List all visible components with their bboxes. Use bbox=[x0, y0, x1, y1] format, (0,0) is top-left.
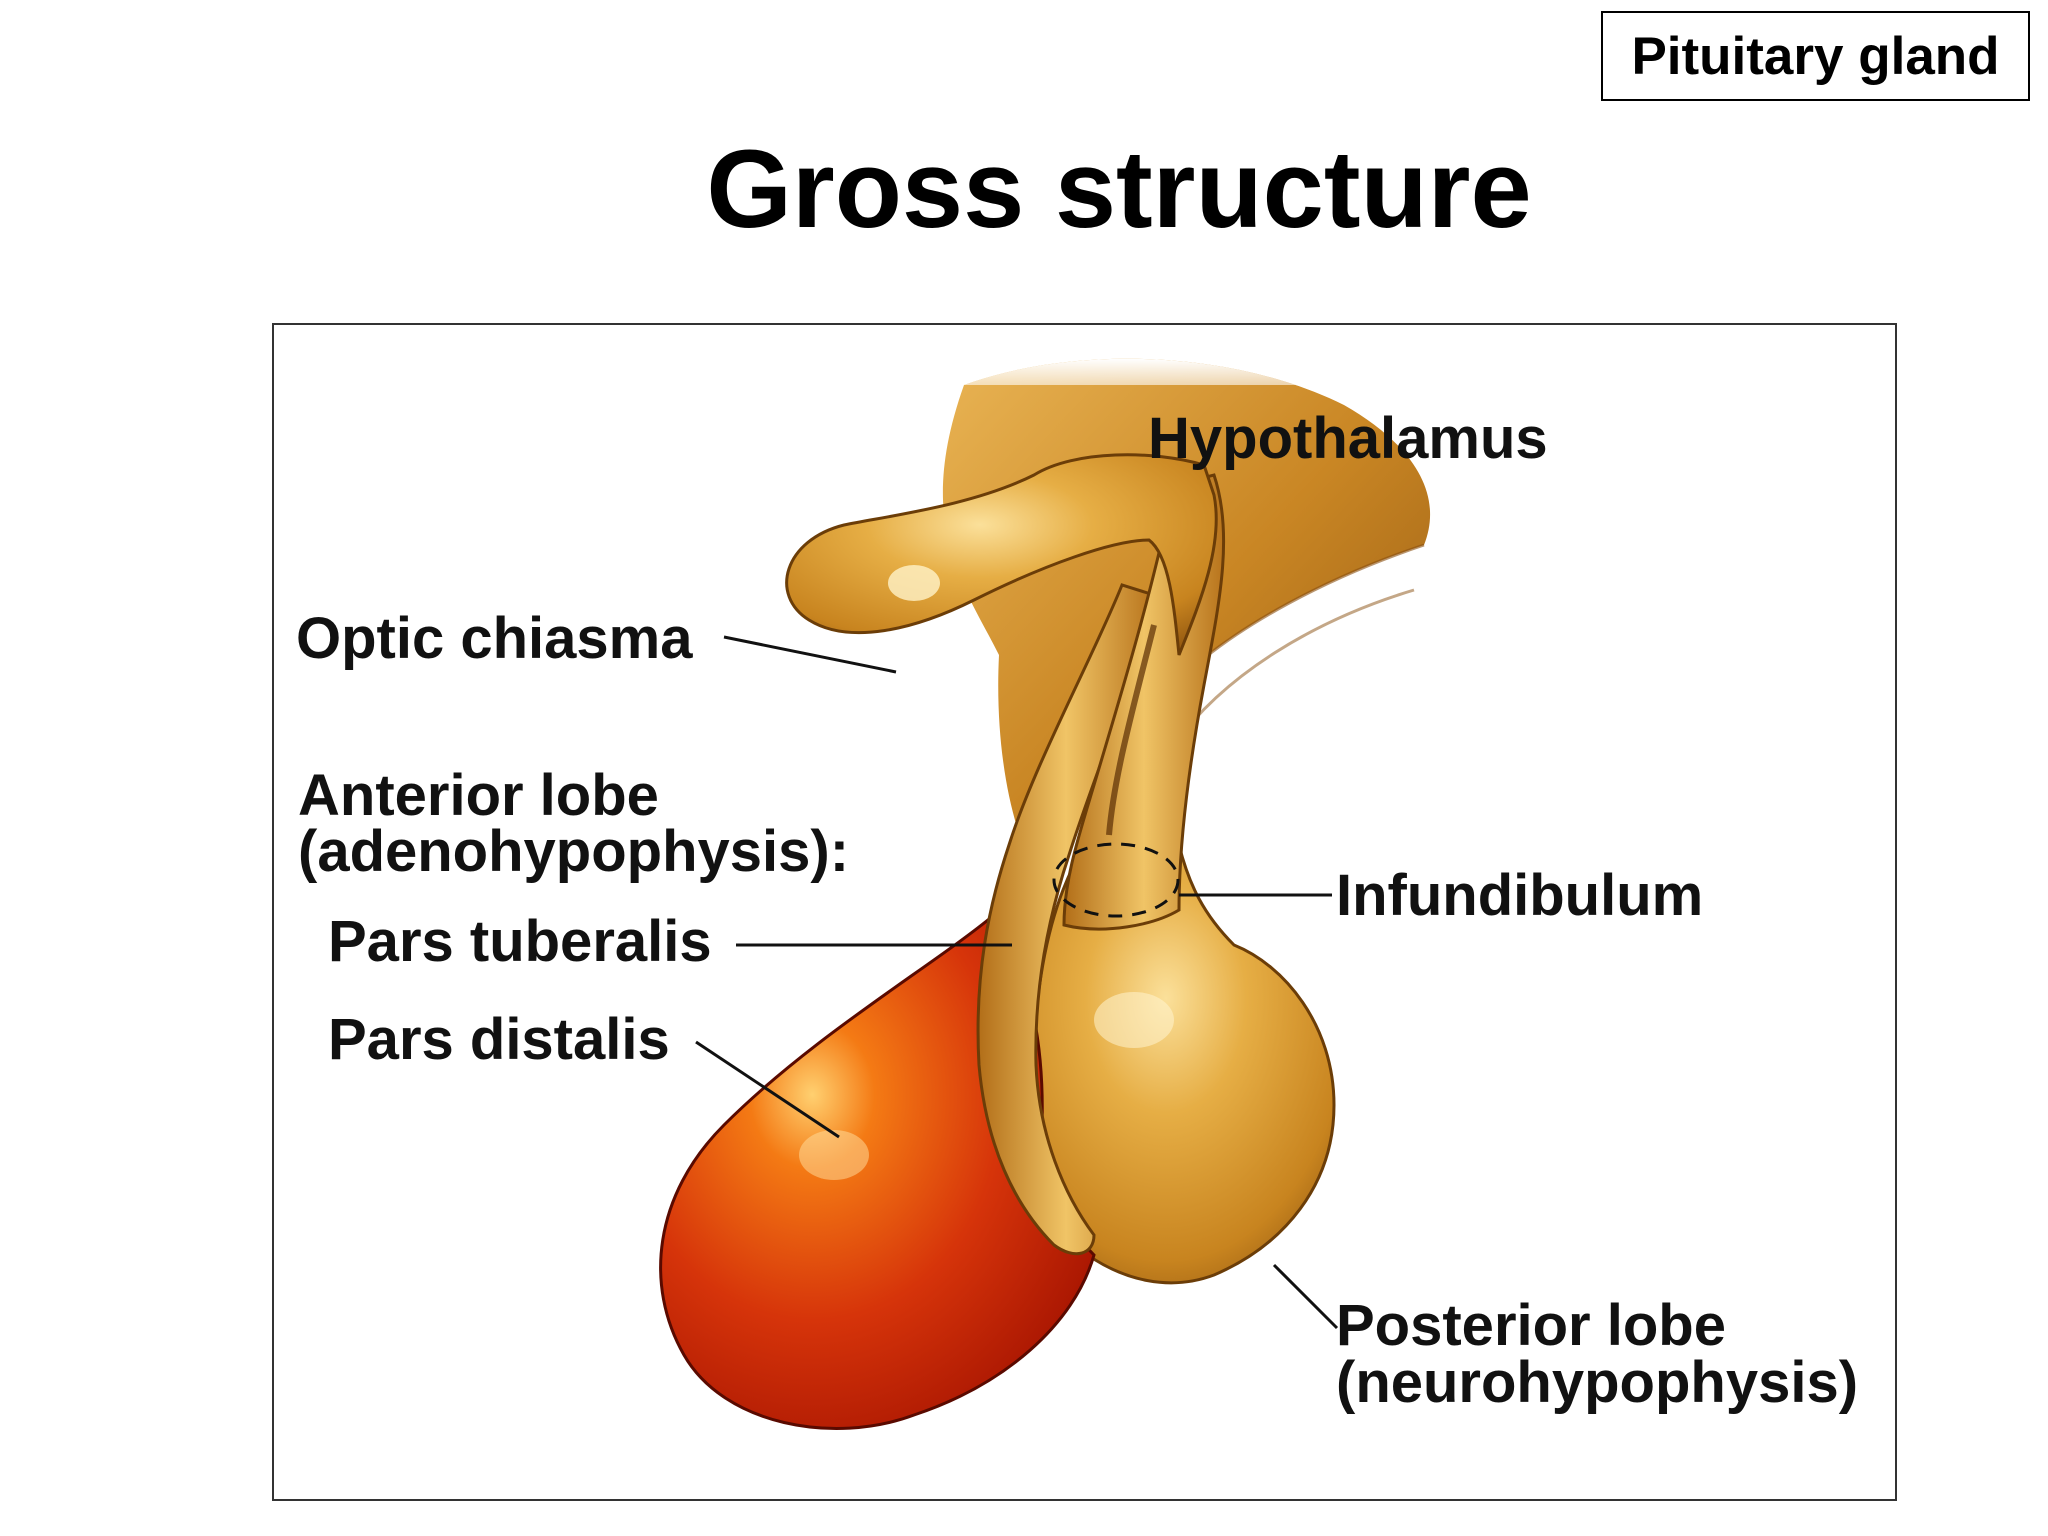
label-posterior-lobe-sub: (neurohypophysis) bbox=[1336, 1350, 1858, 1415]
slide-title: Gross structure bbox=[706, 128, 1532, 251]
leader-posterior-lobe bbox=[1272, 1263, 1339, 1330]
label-pars-tuberalis: Pars tuberalis bbox=[328, 909, 712, 974]
label-hypothalamus: Hypothalamus bbox=[1148, 406, 1548, 471]
optic-chiasma bbox=[785, 453, 1218, 656]
leader-optic-chiasma bbox=[723, 635, 897, 674]
leader-pars-distalis bbox=[695, 1040, 840, 1139]
label-posterior-lobe: Posterior lobe bbox=[1336, 1293, 1726, 1358]
pars-tuberalis bbox=[976, 583, 1156, 1256]
label-anterior-lobe: Anterior lobe bbox=[298, 763, 659, 828]
leader-lines bbox=[695, 635, 1339, 1330]
label-anterior-lobe-sub: (adenohypophysis): bbox=[298, 819, 849, 884]
pituitary-diagram: Hypothalamus Optic chiasma Anterior lobe… bbox=[296, 358, 1858, 1430]
posterior-lobe-highlight bbox=[1094, 992, 1174, 1048]
label-optic-chiasma: Optic chiasma bbox=[296, 606, 693, 671]
figure-frame: Hypothalamus Optic chiasma Anterior lobe… bbox=[272, 323, 1897, 1501]
label-pars-distalis: Pars distalis bbox=[328, 1007, 670, 1072]
corner-tag: Pituitary gland bbox=[1601, 11, 2030, 101]
infundibulum-ring bbox=[1052, 842, 1180, 918]
label-infundibulum: Infundibulum bbox=[1336, 863, 1703, 928]
pars-distalis-highlight bbox=[799, 1130, 869, 1180]
